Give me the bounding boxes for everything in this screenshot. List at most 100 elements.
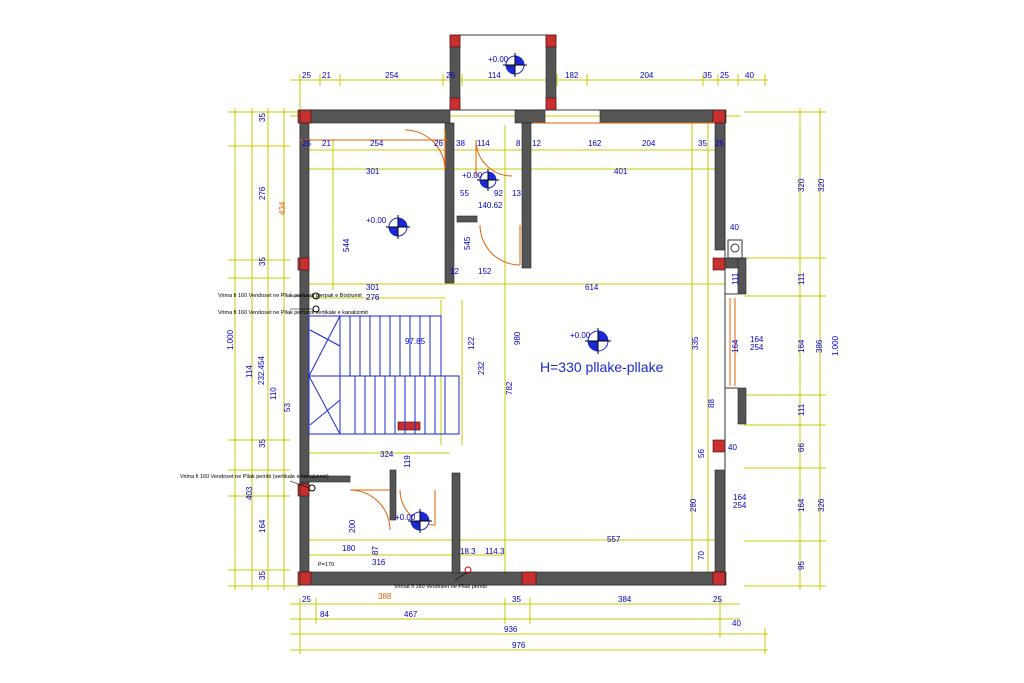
- dimension-label: 84: [320, 610, 329, 619]
- column: [297, 257, 310, 271]
- wall-top-right: [599, 109, 726, 124]
- dimension-label: 164: [731, 339, 740, 353]
- dimension-label: 114.3: [485, 547, 505, 556]
- right-dimensions: 320 320 111 111 164 386 164 1.000 111 66…: [731, 178, 840, 570]
- dimension-label: 280: [689, 498, 698, 512]
- column: [397, 421, 421, 431]
- dimension-label: 164: [797, 498, 806, 512]
- top-dimensions: 25 21 254 26 114 182 204 35 25 40 25 21 …: [302, 71, 754, 148]
- dimension-label: 544: [342, 238, 351, 252]
- note-hole-2: Vrima fi 160 Vendoset ne Pllak perfundi …: [218, 310, 368, 316]
- dimension-label: 38: [456, 139, 465, 148]
- dimension-label: 21: [322, 71, 331, 80]
- dimension-label: 25: [302, 595, 311, 604]
- dimension-label: 122: [467, 336, 476, 350]
- dimension-label: 545: [463, 236, 472, 250]
- dimension-label: 35: [698, 139, 707, 148]
- dimension-label: 782: [505, 381, 514, 395]
- dimension-label: 95: [797, 561, 806, 570]
- dimension-label: 388: [378, 592, 392, 601]
- dimension-label: 40: [732, 619, 741, 628]
- wall-bath-left: [389, 469, 397, 521]
- dimension-label: 936: [504, 625, 518, 634]
- dimension-label: 12: [450, 267, 459, 276]
- level-marker-main: [585, 328, 611, 354]
- dimension-label: 92: [494, 189, 503, 198]
- dimension-label: 276: [258, 186, 267, 200]
- column: [712, 571, 727, 586]
- dimension-label: 164: [797, 339, 806, 353]
- dimension-label: 26: [446, 71, 455, 80]
- dimension-label: 403: [245, 486, 254, 500]
- dimension-lines: [228, 74, 826, 654]
- note-hole-4: Vrimat fi 160 Vendoset ne Pllak pembi: [394, 584, 487, 590]
- column: [712, 439, 726, 453]
- dimension-label: 25: [713, 595, 722, 604]
- dimension-label: 66: [797, 443, 806, 452]
- dimension-label: 56: [697, 449, 706, 458]
- left-dimensions: 35 276 35 1.000 35 164 35 403 434 114 23…: [226, 113, 292, 580]
- level-marker-hall: [477, 169, 499, 191]
- column: [712, 109, 727, 124]
- column: [449, 34, 461, 48]
- dimension-label: 25: [302, 71, 311, 80]
- dimension-label: 254: [385, 71, 399, 80]
- wall-right-lower: [714, 469, 726, 586]
- column: [712, 257, 726, 271]
- dimension-label: 87: [371, 546, 380, 555]
- dimension-label: 111: [797, 403, 806, 416]
- dimension-label: 301: [366, 167, 380, 176]
- dimension-label: 8: [516, 139, 521, 148]
- doors: [349, 129, 736, 531]
- column: [545, 34, 557, 48]
- dimension-label: 164: [750, 335, 764, 344]
- staircase[interactable]: [308, 315, 460, 435]
- dimension-label: 180: [342, 544, 356, 553]
- dimension-label: 70: [697, 551, 706, 560]
- wall-right: [714, 109, 726, 251]
- dimension-label: 976: [512, 641, 526, 650]
- wall-top-mid: [514, 109, 546, 124]
- interior-dimensions: 301 401 55 92 13 140.62 12 301 152 614 2…: [342, 167, 764, 567]
- dimension-label: 114: [477, 139, 490, 148]
- dimension-label: 204: [640, 71, 654, 80]
- dimension-label: 140.62: [478, 201, 503, 210]
- dimension-label: 40: [745, 71, 754, 80]
- dimension-label: 320: [797, 178, 806, 192]
- dimension-label: 35: [258, 257, 267, 266]
- level-marker-left-room: [386, 215, 410, 239]
- level-label: +0.00: [570, 331, 591, 340]
- dimension-label: 152: [478, 267, 492, 276]
- dimension-label: 13: [512, 189, 521, 198]
- dimension-label: 1.000: [831, 335, 840, 356]
- dimension-label: 111: [797, 272, 806, 285]
- level-label: +0.00: [366, 216, 387, 225]
- dimension-label: 614: [585, 283, 599, 292]
- dimension-label: 204: [642, 139, 656, 148]
- level-markers: [386, 53, 611, 533]
- dimension-label: 40: [730, 223, 739, 232]
- dimension-label: 326: [817, 498, 826, 512]
- dimension-label: 25: [302, 139, 311, 148]
- wall-bath-right: [451, 472, 461, 574]
- dimension-label: 114: [488, 71, 501, 80]
- dimension-label: 200: [348, 519, 357, 533]
- dimension-label: 40: [728, 443, 737, 452]
- outline: [299, 34, 743, 586]
- level-marker-porch: [503, 53, 527, 77]
- dimension-label: 335: [691, 336, 700, 350]
- column: [545, 97, 557, 111]
- dimension-label: 18.3: [460, 547, 476, 556]
- dimension-label: 182: [565, 71, 579, 80]
- bottom-dimensions: 25 84 467 35 384 25 388 936 40 976: [302, 592, 741, 650]
- dimension-label: 301: [366, 283, 380, 292]
- dimension-label: 114: [245, 365, 254, 378]
- dimension-label: 276: [366, 293, 380, 302]
- room-height-label: H=330 pllake-pllake: [540, 359, 664, 375]
- column: [521, 571, 537, 586]
- dimension-label: 25: [720, 71, 729, 80]
- dimension-label: 111: [731, 272, 740, 285]
- level-label: +0.00: [488, 55, 509, 64]
- dimension-label: 467: [404, 610, 418, 619]
